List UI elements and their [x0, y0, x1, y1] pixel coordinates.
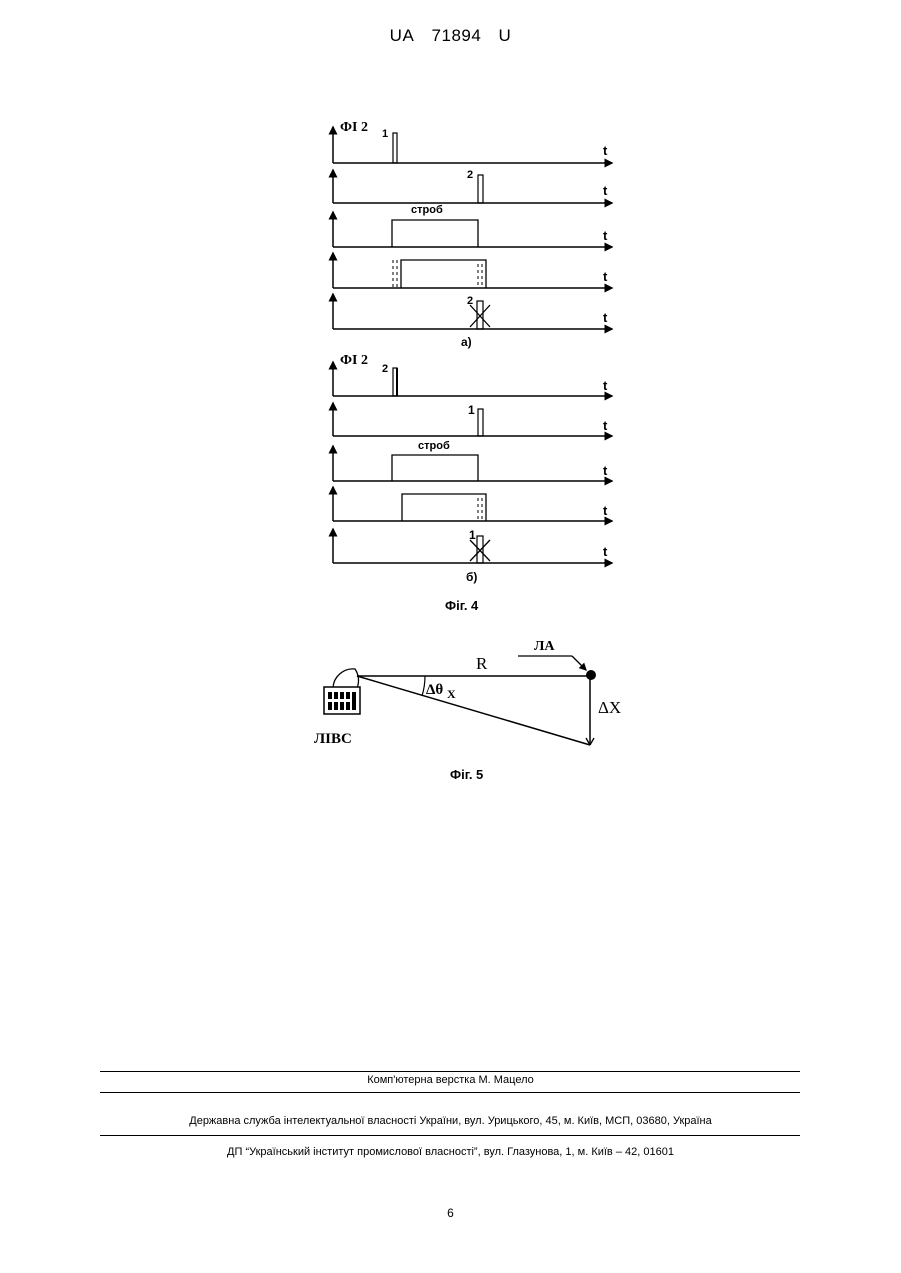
pulse-mark — [393, 133, 397, 163]
delayed-strobe — [401, 260, 486, 288]
station-icon — [324, 669, 360, 714]
time-axis-label: t — [603, 544, 608, 559]
timing-row-b4: t — [333, 487, 612, 521]
strobe-window — [392, 455, 478, 481]
timing-row-a4: t — [333, 253, 612, 288]
time-axis-label: t — [603, 183, 608, 198]
signal-label: ФІ 2 — [340, 120, 368, 135]
pulse-number-label: 1 — [468, 403, 475, 417]
fig5-caption: Фіг. 5 — [450, 767, 483, 782]
timing-row-a3: строб t — [333, 204, 612, 247]
layout-credit: Комп'ютерна верстка М. Мацело — [0, 1074, 901, 1086]
crossed-pulse — [477, 301, 483, 329]
footer-rule — [100, 1071, 800, 1072]
timing-row-a2: 2 t — [333, 169, 612, 203]
institute-address: ДП “Український інститут промислової вла… — [0, 1146, 901, 1158]
timing-row-a1: ФІ 2 1 t — [333, 120, 612, 163]
timing-row-a5: 2 t — [333, 294, 612, 329]
fig5-geometry: R ЛА Δθ X ΔX ЛІВС — [314, 639, 621, 747]
fig4-panel-b: ФІ 2 2 t 1 t строб t t — [333, 353, 612, 584]
crossed-pulse — [477, 536, 483, 563]
offset-label: ΔX — [598, 698, 621, 717]
pulse-mark — [478, 175, 483, 203]
pulse-number-label: 1 — [382, 128, 388, 140]
time-axis-label: t — [603, 269, 608, 284]
footer-rule — [100, 1135, 800, 1136]
fig4-caption: Фіг. 4 — [445, 598, 479, 613]
fig4-panel-a: ФІ 2 1 t 2 t строб t — [333, 120, 612, 349]
signal-label: ФІ 2 — [340, 353, 368, 368]
angle-label: Δθ — [426, 682, 443, 698]
time-axis-label: t — [603, 378, 608, 393]
time-axis-label: t — [603, 310, 608, 325]
aircraft-label: ЛА — [534, 639, 555, 654]
pulse-number-label: 2 — [382, 363, 388, 375]
panel-caption: б) — [466, 570, 477, 584]
timing-row-b5: 1 t — [333, 528, 612, 563]
aircraft-marker — [586, 670, 596, 680]
time-axis-label: t — [603, 503, 608, 518]
timing-row-b3: строб t — [333, 440, 612, 481]
figures-canvas: ФІ 2 1 t 2 t строб t — [0, 0, 901, 800]
angle-subscript: X — [447, 687, 456, 701]
time-axis-label: t — [603, 418, 608, 433]
pulse-mark — [478, 409, 483, 436]
time-axis-label: t — [603, 143, 608, 158]
station-label: ЛІВС — [314, 731, 352, 747]
footer-rule — [100, 1092, 800, 1093]
strobe-window — [392, 220, 478, 247]
delayed-strobe — [402, 494, 486, 521]
panel-caption: а) — [461, 335, 472, 349]
time-axis-label: t — [603, 463, 608, 478]
timing-row-b1: ФІ 2 2 t — [333, 353, 612, 396]
hypotenuse-line — [357, 676, 590, 745]
strobe-label: строб — [418, 440, 450, 452]
strobe-label: строб — [411, 204, 443, 216]
office-address: Державна служба інтелектуальної власност… — [0, 1115, 901, 1127]
timing-row-b2: 1 t — [333, 403, 612, 436]
pulse-number-label: 1 — [469, 528, 476, 542]
page-number: 6 — [0, 1206, 901, 1220]
range-label: R — [476, 654, 488, 673]
angle-arc — [422, 676, 425, 696]
time-axis-label: t — [603, 228, 608, 243]
pulse-number-label: 2 — [467, 169, 473, 181]
